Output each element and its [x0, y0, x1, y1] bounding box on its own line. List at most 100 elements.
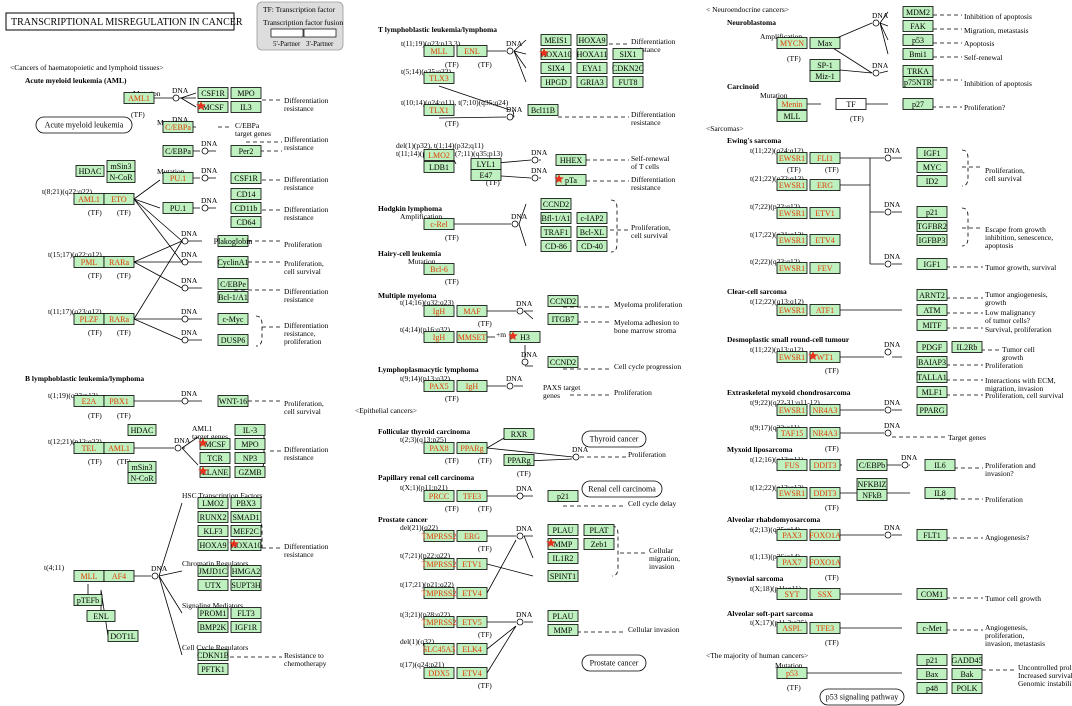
gene-box[interactable]: ID2: [916, 175, 948, 187]
gene-box[interactable]: p53: [902, 34, 934, 46]
gene-box[interactable]: RARa: [103, 256, 135, 268]
gene-box[interactable]: ETV4: [809, 234, 841, 246]
gene-box[interactable]: EWSR1: [776, 304, 808, 316]
gene-box[interactable]: NR4A3: [809, 427, 841, 439]
gene-box[interactable]: PAX8: [423, 442, 455, 454]
gene-box[interactable]: HDAC: [75, 165, 105, 177]
gene-box[interactable]: EWSR1: [776, 179, 808, 191]
gene-box[interactable]: Max: [809, 37, 841, 49]
gene-box[interactable]: SP-1: [809, 59, 841, 71]
gene-box[interactable]: LYL1: [470, 158, 502, 170]
gene-box[interactable]: p53: [776, 667, 808, 679]
pathway-link[interactable]: Renal cell carcinoma: [581, 480, 663, 498]
gene-box[interactable]: NFkB: [856, 489, 888, 501]
gene-box[interactable]: PU.1: [162, 202, 194, 214]
gene-box[interactable]: TRKA: [902, 65, 934, 77]
gene-box[interactable]: Bcl11B: [527, 104, 559, 116]
gene-box[interactable]: IL-3: [234, 424, 266, 436]
gene-box[interactable]: FUS: [776, 459, 808, 471]
gene-box[interactable]: IL1R2: [547, 552, 579, 564]
gene-box[interactable]: MLL: [776, 110, 808, 122]
gene-box[interactable]: PML: [73, 256, 105, 268]
gene-box[interactable]: EWSR1: [776, 351, 808, 363]
gene-box[interactable]: PDGF: [916, 341, 948, 353]
gene-box[interactable]: TCR: [199, 452, 231, 464]
gene-box[interactable]: IgH: [423, 331, 455, 343]
gene-box[interactable]: PPARg: [456, 442, 488, 454]
gene-box[interactable]: MPO: [234, 438, 266, 450]
gene-box[interactable]: ARNT2: [916, 289, 948, 301]
gene-box[interactable]: Bax: [916, 668, 948, 680]
gene-box[interactable]: ETV5: [456, 616, 488, 628]
gene-box[interactable]: ERG: [456, 530, 488, 542]
gene-box[interactable]: GZMB: [234, 466, 266, 478]
gene-box[interactable]: SIX4: [540, 62, 572, 74]
gene-box[interactable]: MCSF: [198, 438, 231, 450]
gene-box[interactable]: IGF1: [916, 258, 948, 270]
gene-box[interactable]: MDM2: [902, 6, 934, 18]
gene-box[interactable]: ETV1: [809, 207, 841, 219]
gene-box[interactable]: Menin: [776, 98, 808, 110]
gene-box[interactable]: p21: [916, 654, 948, 666]
gene-box[interactable]: c-Met: [916, 622, 948, 634]
gene-box[interactable]: EWSR1: [776, 207, 808, 219]
gene-box[interactable]: c-Rel: [423, 218, 455, 230]
gene-box[interactable]: HMGA2: [230, 565, 262, 577]
gene-box[interactable]: NFKBIZ: [856, 478, 888, 490]
gene-box[interactable]: GADD45: [951, 654, 983, 666]
gene-box[interactable]: HOXA10: [229, 539, 262, 551]
gene-box[interactable]: FLT3: [230, 607, 262, 619]
gene-box[interactable]: CD14: [230, 188, 262, 200]
gene-box[interactable]: PU.1: [162, 172, 194, 184]
gene-box[interactable]: PFTK1: [197, 663, 229, 675]
gene-box[interactable]: SSX: [809, 588, 841, 600]
gene-box[interactable]: MEIS1: [540, 34, 572, 46]
gene-box[interactable]: ELK4: [456, 643, 488, 655]
gene-box[interactable]: SLC45A3: [423, 643, 455, 655]
gene-box[interactable]: Bfl-1/A1: [540, 212, 572, 224]
gene-box[interactable]: SUPT3H: [230, 579, 262, 591]
gene-box[interactable]: c-Myc: [217, 313, 249, 325]
gene-box[interactable]: PPARG: [916, 404, 948, 416]
gene-box[interactable]: SYT: [776, 588, 808, 600]
gene-box[interactable]: TLX3: [423, 72, 455, 84]
gene-box[interactable]: TMPRSS2: [422, 530, 457, 542]
gene-box[interactable]: MLF1: [916, 386, 948, 398]
gene-box[interactable]: CSF1R: [197, 87, 229, 99]
gene-box[interactable]: CCND2: [547, 356, 579, 368]
gene-box[interactable]: EWSR1: [776, 234, 808, 246]
gene-box[interactable]: mSin3: [106, 160, 136, 172]
gene-box[interactable]: PBX3: [230, 497, 262, 509]
gene-box[interactable]: TF: [835, 98, 867, 110]
gene-box[interactable]: AML1: [73, 193, 105, 205]
gene-box[interactable]: MLL: [423, 45, 455, 57]
gene-box[interactable]: N-CoR: [127, 472, 157, 484]
gene-box[interactable]: CyclinA1: [217, 256, 249, 268]
gene-box[interactable]: p75NTR: [902, 76, 934, 88]
gene-box[interactable]: TRAF1: [540, 226, 572, 238]
gene-box[interactable]: BMP2K: [197, 621, 229, 633]
gene-box[interactable]: E2A: [73, 395, 105, 407]
gene-box[interactable]: ITGB7: [547, 313, 579, 325]
gene-box[interactable]: GRIA3: [576, 76, 608, 88]
gene-box[interactable]: RARa: [103, 313, 135, 325]
pathway-link[interactable]: Prostate cancer: [581, 654, 647, 672]
gene-box[interactable]: ASPL: [776, 622, 808, 634]
gene-box[interactable]: WNT-16: [217, 395, 249, 407]
gene-box[interactable]: BAIAP3: [916, 356, 948, 368]
gene-box[interactable]: PAX5: [423, 380, 455, 392]
gene-box[interactable]: EWSR1: [776, 152, 808, 164]
gene-box[interactable]: C/EBPa: [162, 145, 194, 157]
gene-box[interactable]: E47: [470, 169, 502, 181]
gene-box[interactable]: IGFBP3: [916, 234, 948, 246]
gene-box[interactable]: CD11b: [230, 202, 262, 214]
gene-box[interactable]: IL3: [230, 101, 262, 113]
gene-box[interactable]: PLZF: [73, 313, 105, 325]
gene-box[interactable]: JMJD1C: [197, 565, 229, 577]
gene-box[interactable]: ENL: [456, 45, 488, 57]
gene-box[interactable]: AF4: [103, 570, 135, 582]
gene-box[interactable]: PLAT: [583, 524, 615, 536]
gene-box[interactable]: CD-86: [540, 240, 572, 252]
gene-box[interactable]: Per2: [230, 145, 262, 157]
